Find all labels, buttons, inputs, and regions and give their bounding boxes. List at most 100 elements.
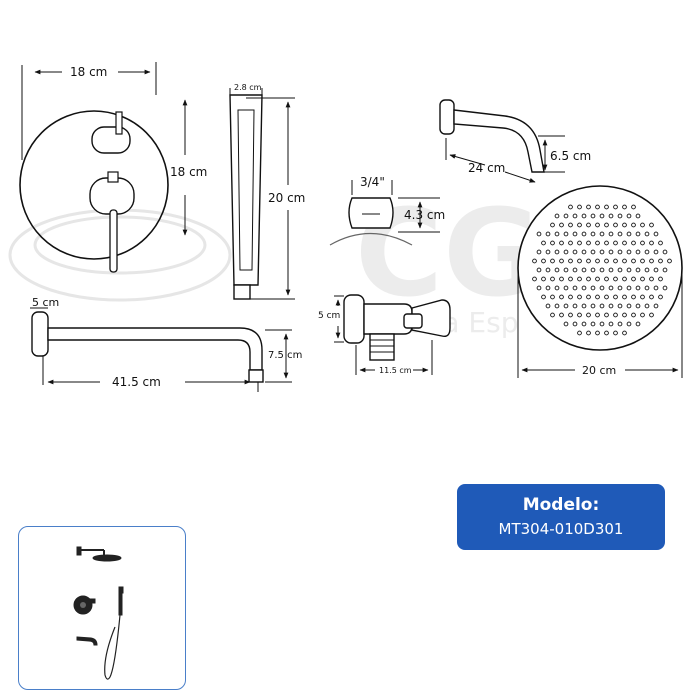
nozzle-dot: [631, 222, 636, 228]
nozzle-dot: [608, 213, 614, 219]
model-number: MT304-010D301: [498, 520, 624, 538]
nozzle-dot: [644, 231, 650, 237]
nozzle-dot: [554, 267, 560, 273]
nozzle-dot: [590, 249, 596, 255]
nozzle-dot: [649, 312, 654, 318]
nozzle-dot: [608, 321, 614, 327]
nozzle-dot: [599, 231, 605, 237]
nozzle-dot: [622, 222, 627, 228]
nozzle-dot: [536, 231, 542, 237]
nozzle-dot: [608, 231, 614, 237]
nozzle-dot: [563, 321, 569, 327]
nozzle-dot: [545, 249, 551, 255]
nozzle-dot: [617, 321, 623, 327]
nozzle-dot: [536, 249, 542, 255]
plate-width-label: 18 cm: [70, 65, 107, 79]
outlet-length-label: 11.5 cm: [379, 366, 412, 375]
model-badge: Modelo: MT304-010D301: [457, 484, 665, 550]
nozzle-dot: [550, 258, 555, 264]
thumb-outlet: [118, 586, 124, 594]
hand-shower-length-label: 20 cm: [268, 191, 305, 205]
nozzle-dot: [568, 276, 573, 282]
nozzle-dot: [644, 285, 650, 291]
nozzle-dot: [563, 285, 569, 291]
nozzle-dot: [640, 258, 645, 264]
nozzle-dot: [599, 249, 605, 255]
nozzle-dot: [635, 267, 641, 273]
nozzle-dot: [586, 312, 591, 318]
elbow-dimensions: [351, 180, 440, 233]
thumb-spout: [76, 636, 98, 646]
nozzle-dot: [572, 249, 578, 255]
nozzle-dot: [649, 240, 654, 246]
hand-shower-width-label: 2.8 cm: [234, 83, 262, 92]
nozzle-dot: [617, 231, 623, 237]
nozzle-dot: [644, 249, 650, 255]
nozzle-dot: [541, 294, 546, 300]
nozzle-dot: [626, 285, 632, 291]
product-thumbnail-image: [73, 546, 124, 680]
nozzle-dot: [586, 204, 591, 210]
nozzle-dot: [613, 258, 618, 264]
nozzle-dot: [550, 294, 555, 300]
nozzle-dot: [559, 294, 564, 300]
nozzle-dot: [626, 267, 632, 273]
thumb-shower-head: [92, 554, 122, 562]
nozzle-dot: [626, 213, 632, 219]
nozzle-dot: [568, 222, 573, 228]
nozzle-dot: [541, 258, 546, 264]
nozzle-dot: [604, 204, 609, 210]
nozzle-dot: [595, 204, 600, 210]
hand-shower-face: [237, 109, 255, 271]
nozzle-dot: [572, 267, 578, 273]
nozzle-dot: [622, 330, 627, 336]
watermark-basin-inner: [33, 215, 207, 275]
thumb-mixer-handle: [88, 598, 96, 604]
nozzle-dot: [613, 294, 618, 300]
outlet-flange: [343, 294, 365, 344]
nozzle-dot: [604, 258, 609, 264]
nozzle-dot: [613, 312, 618, 318]
nozzle-dot: [559, 222, 564, 228]
model-label: Modelo:: [522, 495, 600, 515]
nozzle-dot: [608, 267, 614, 273]
nozzle-dot: [658, 276, 663, 282]
nozzle-dot: [653, 231, 659, 237]
upper-knob-stem: [115, 111, 123, 135]
spout-height-label: 6.5 cm: [550, 149, 591, 163]
nozzle-dot: [631, 204, 636, 210]
nozzle-dot: [599, 321, 605, 327]
nozzle-dot: [577, 312, 582, 318]
nozzle-dot: [662, 285, 668, 291]
nozzle-dot: [631, 240, 636, 246]
nozzle-dot: [581, 303, 587, 309]
wall-outlet-dimensions: [334, 295, 433, 375]
nozzle-dot: [622, 294, 627, 300]
nozzle-dot: [536, 267, 542, 273]
nozzle-dot: [595, 294, 600, 300]
spout-dimensions: [445, 135, 565, 183]
nozzle-dot: [604, 294, 609, 300]
thumb-hand-shower: [118, 592, 123, 616]
nozzle-dot: [595, 312, 600, 318]
nozzle-dot: [581, 267, 587, 273]
nozzle-dot: [581, 285, 587, 291]
lower-knob: [89, 177, 135, 215]
nozzle-dot: [653, 267, 659, 273]
nozzle-dot: [608, 303, 614, 309]
nozzle-dot: [550, 276, 555, 282]
nozzle-dot: [577, 258, 582, 264]
nozzle-dot: [586, 294, 591, 300]
shower-arm-pipe: [47, 327, 263, 371]
nozzle-dot: [604, 330, 609, 336]
nozzle-dot: [622, 240, 627, 246]
nozzle-dot: [581, 321, 587, 327]
mixer-plate: [19, 110, 169, 273]
nozzle-dot: [613, 222, 618, 228]
nozzle-dot: [640, 312, 645, 318]
nozzle-dot: [586, 330, 591, 336]
nozzle-dot: [613, 330, 618, 336]
nozzle-dot: [599, 267, 605, 273]
hand-shower-dimensions: [229, 88, 295, 300]
nozzle-dot: [532, 258, 537, 264]
